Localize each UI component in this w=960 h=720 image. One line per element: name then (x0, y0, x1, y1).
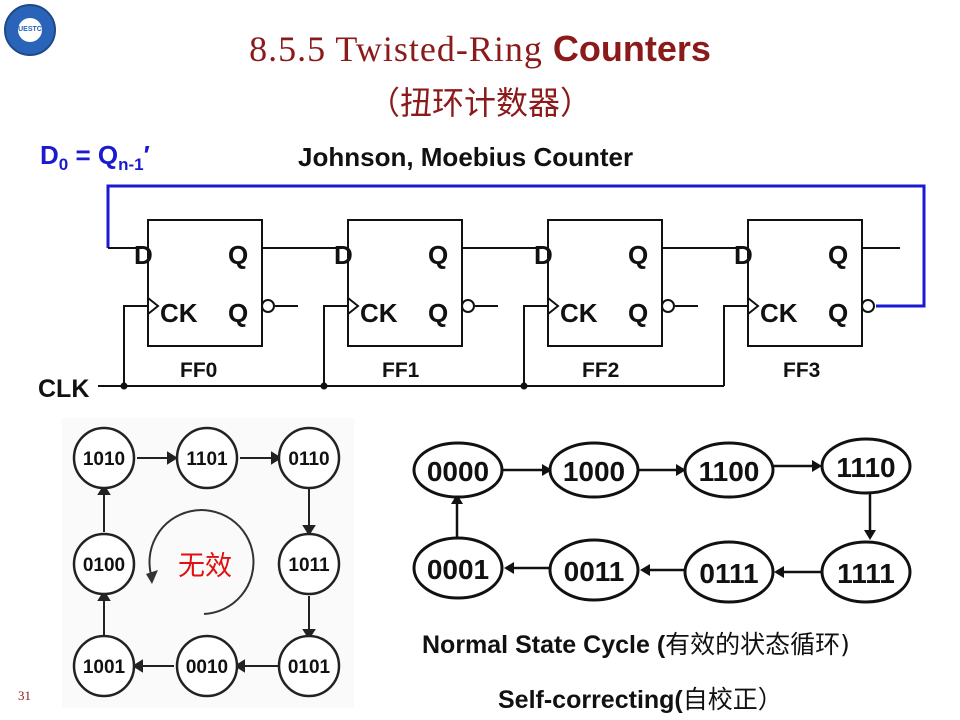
title-section: 8.5.5 Twisted-Ring (249, 29, 543, 69)
title-bold: Counters (552, 28, 711, 69)
invalid-state-0100: 0100 (83, 555, 125, 576)
normal-state-0111: 0111 (699, 558, 758, 589)
ff1-d-pin: D (334, 240, 353, 270)
clk-wire-ff3 (723, 305, 750, 386)
ff2-q-pin: Q (628, 240, 648, 270)
ff2-label: FF2 (582, 359, 619, 382)
invalid-state-1001: 1001 (83, 657, 126, 678)
normal-state-nodes (412, 437, 912, 604)
clk-wire-ff2 (523, 305, 550, 386)
invalid-state-1101: 1101 (186, 449, 228, 470)
normal-state-0001: 0001 (427, 554, 489, 585)
ff3-label: FF3 (783, 359, 820, 382)
ff3-d-pin: D (734, 240, 753, 270)
clk-junction-1 (320, 382, 328, 390)
clk-junction-0 (120, 382, 128, 390)
normal-state-1100: 1100 (699, 456, 760, 487)
ff2-d-pin: D (534, 240, 553, 270)
ff1-label: FF1 (382, 359, 420, 382)
flipflop-ff0: D Q CK Q FF0 (134, 219, 275, 382)
ff1-q-pin: Q (428, 240, 448, 270)
invalid-state-1011: 1011 (288, 555, 330, 576)
normal-cycle-arrows (455, 464, 872, 574)
ff0-qbar-pin: Q (228, 298, 248, 328)
clk-wire-ff1 (323, 305, 350, 386)
invalid-state-1010: 1010 (83, 449, 125, 470)
feedback-equation: D0 = Qn-1′ (40, 140, 150, 175)
ff3-ck-pin: CK (760, 298, 798, 328)
invalid-state-nodes (72, 426, 341, 698)
page-subtitle: （扭环计数器） (367, 84, 592, 122)
ff2-ck-pin: CK (560, 298, 598, 328)
invalid-state-0010: 0010 (186, 657, 228, 678)
normal-cycle-arrowheads (451, 460, 876, 578)
self-correcting-caption: Self-correcting(自校正） (498, 685, 783, 714)
normal-state-0000: 0000 (427, 456, 489, 487)
normal-state-0011: 0011 (564, 556, 625, 587)
ff2-qbar-pin: Q (628, 298, 648, 328)
invalid-state-0110: 0110 (288, 449, 329, 470)
ff3-qbar-pin: Q (828, 298, 848, 328)
clk-wire-ff0 (123, 305, 150, 386)
ff0-ck-pin: CK (160, 298, 198, 328)
flipflop-ff3: D Q CK Q FF3 (734, 219, 875, 382)
counter-name: Johnson, Moebius Counter (298, 142, 634, 172)
clk-junction-2 (520, 382, 528, 390)
circular-arrow-head (146, 570, 158, 584)
normal-cycle-caption: Normal State Cycle (有效的状态循环) (422, 630, 850, 659)
normal-state-1110: 1110 (836, 452, 895, 483)
flipflop-ff2: D Q CK Q FF2 (534, 219, 675, 382)
invalid-cycle-arrows (97, 451, 316, 673)
ff0-q-pin: Q (228, 240, 248, 270)
ff1-qbar-pin: Q (428, 298, 448, 328)
normal-state-1111: 1111 (837, 558, 895, 589)
flipflop-ff1: D Q CK Q FF1 (334, 219, 475, 382)
clk-label: CLK (38, 375, 89, 403)
page-number: 31 (18, 688, 31, 703)
ff1-ck-pin: CK (360, 298, 398, 328)
university-logo: UESTC (4, 4, 56, 56)
feedback-wire (106, 184, 926, 308)
ff0-label: FF0 (180, 359, 217, 382)
page-title: 8.5.5 Twisted-Ring Counters (0, 28, 960, 70)
ff3-q-pin: Q (828, 240, 848, 270)
normal-state-1000: 1000 (563, 456, 625, 487)
invalid-state-0101: 0101 (288, 657, 331, 678)
invalid-cycle-circular-arrow (148, 509, 255, 615)
ff0-d-pin: D (134, 240, 153, 270)
invalid-label: 无效 (178, 551, 232, 581)
